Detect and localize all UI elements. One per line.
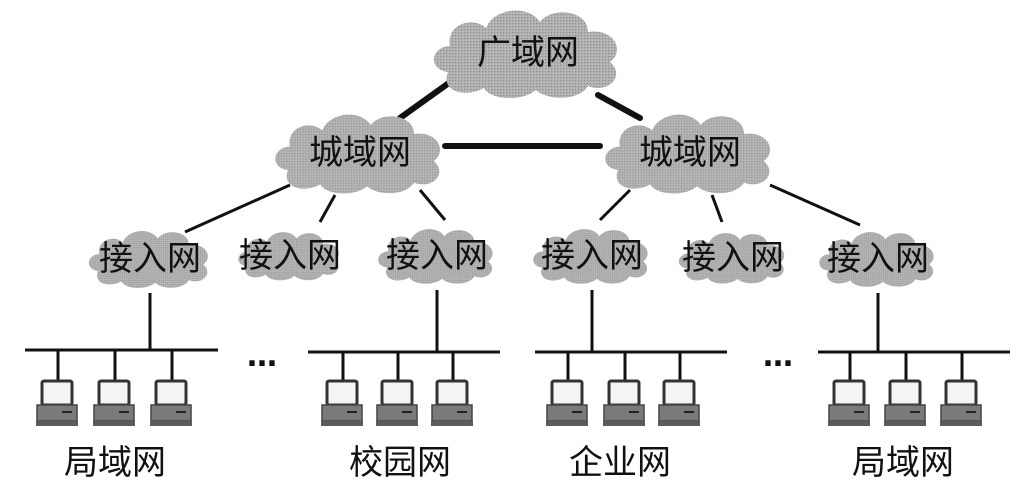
access-cloud: 接入网 [819, 232, 934, 287]
access-cloud: 接入网 [88, 231, 208, 288]
access-cloud-label: 接入网 [827, 239, 929, 279]
man-access-link [769, 183, 861, 227]
links-layer [184, 72, 861, 234]
man-access-link [184, 183, 291, 234]
computer-icon [321, 379, 365, 428]
lan-group: 局域网 [818, 293, 1010, 483]
access-cloud: 接入网 [238, 232, 341, 281]
man-cloud-label: 城域网 [639, 133, 741, 173]
access-cloud-label: 接入网 [239, 236, 341, 276]
access-cloud: 接入网 [533, 229, 648, 284]
man-access-link [318, 194, 337, 223]
access-cloud-label: 接入网 [541, 236, 643, 276]
man-access-link [598, 188, 632, 222]
computer-icon [940, 379, 984, 428]
wan-cloud-label: 广域网 [477, 33, 579, 73]
clouds-layer: 广域网城域网城域网接入网接入网接入网接入网接入网接入网 [88, 10, 934, 288]
lans-layer: 局域网 校园网 企业网 局域网 … … [25, 290, 1010, 483]
man-cloud-label: 城域网 [309, 133, 411, 173]
computer-icon [546, 379, 590, 428]
access-cloud-label: 接入网 [682, 238, 784, 278]
wan-cloud: 广域网 [433, 10, 618, 99]
man-cloud: 城域网 [275, 114, 441, 194]
access-cloud: 接入网 [378, 229, 493, 284]
lan-group: 局域网 [25, 293, 218, 483]
computer-icon [658, 379, 702, 428]
lan-label: 局域网 [64, 443, 166, 483]
computer-icon [150, 379, 194, 428]
ellipsis-more-networks: … [247, 339, 277, 374]
man-access-link [710, 194, 724, 223]
computer-icon [603, 379, 647, 428]
computer-icon [36, 379, 80, 428]
access-cloud: 接入网 [678, 233, 785, 284]
wan-man-link [595, 92, 643, 121]
access-cloud-label: 接入网 [99, 239, 201, 279]
computer-icon [431, 379, 475, 428]
lan-label: 企业网 [569, 443, 671, 483]
man-cloud: 城域网 [605, 114, 771, 194]
ellipsis-more-networks: … [763, 339, 793, 374]
computer-icon [884, 379, 928, 428]
computer-icon [376, 379, 420, 428]
man-access-link [418, 189, 447, 221]
access-cloud-label: 接入网 [386, 236, 488, 276]
computer-icon [93, 379, 137, 428]
lan-group: 企业网 [535, 290, 727, 483]
computer-icon [828, 379, 872, 428]
lan-group: 校园网 [308, 290, 500, 483]
lan-label: 局域网 [852, 443, 954, 483]
lan-label: 校园网 [349, 443, 451, 483]
